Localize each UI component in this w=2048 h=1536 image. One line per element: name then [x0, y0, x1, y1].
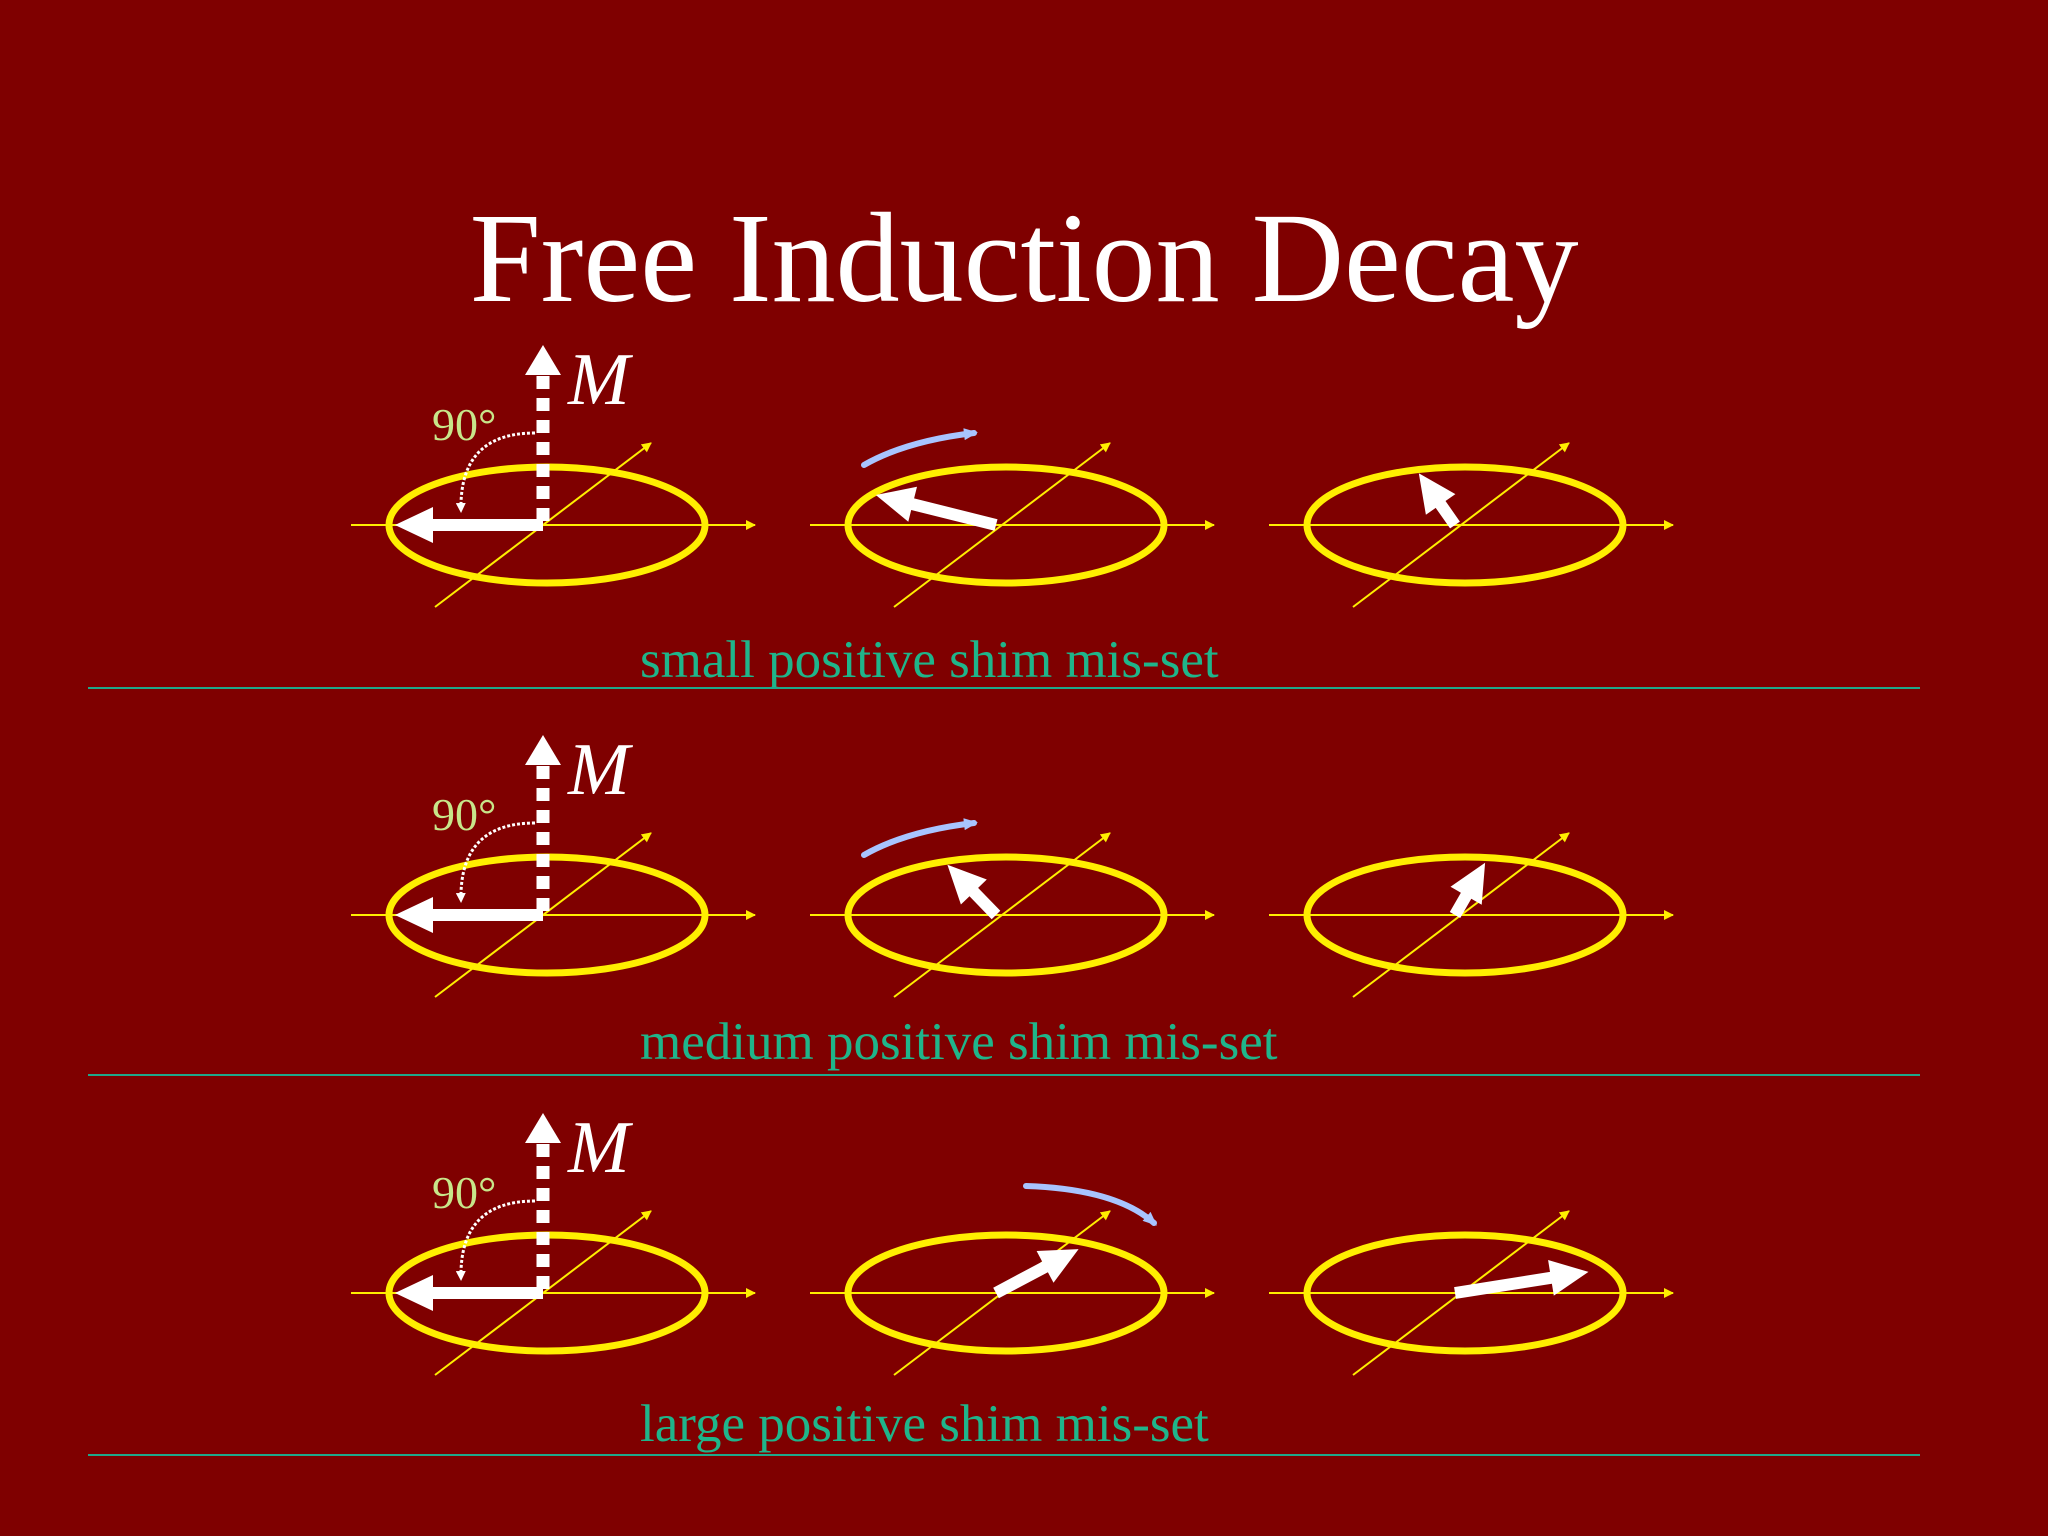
row-diagram-svg	[351, 1113, 1674, 1376]
pulse-angle-label: 90°	[432, 789, 497, 840]
diagram-row-large: M 90° large positive shim mis-set	[0, 1108, 2048, 1498]
magnetization-vector	[993, 1249, 1079, 1299]
rotating-frame-panel	[810, 428, 1215, 608]
tip-angle-arc	[455, 431, 536, 513]
magnetization-arrowhead	[525, 345, 561, 375]
row-caption: large positive shim mis-set	[640, 1395, 1209, 1453]
diagram-row-medium: M 90° medium positive shim mis-set	[0, 730, 2048, 1120]
xy-plane-ellipse	[844, 463, 1168, 587]
magnetization-arrowhead	[525, 735, 561, 765]
rotating-frame-panel	[1269, 442, 1674, 608]
row-separator	[88, 687, 1920, 689]
rotating-frame-panel	[810, 1183, 1215, 1376]
row-diagram-svg	[351, 735, 1674, 998]
magnetization-vector	[1454, 1260, 1589, 1299]
rotating-frame-panel	[810, 818, 1215, 998]
precession-direction-arrow	[861, 428, 978, 468]
xy-plane-ellipse	[1303, 853, 1627, 977]
magnetization-vector	[1449, 862, 1486, 918]
magnetization-vector	[395, 507, 543, 543]
xy-plane-ellipse	[844, 853, 1168, 977]
magnetization-label: M	[568, 339, 630, 421]
magnetization-vector	[1418, 473, 1460, 529]
xy-plane-ellipse	[844, 1231, 1168, 1355]
rotating-frame-panel	[351, 345, 756, 608]
magnetization-arrowhead	[525, 1113, 561, 1143]
diagram-row-small: M 90° small positive shim mis-set	[0, 340, 2048, 730]
row-caption: medium positive shim mis-set	[640, 1013, 1278, 1071]
tip-angle-arc	[455, 1199, 536, 1281]
magnetization-vector	[875, 486, 998, 531]
pulse-angle-label: 90°	[432, 1167, 497, 1218]
magnetization-vector	[395, 897, 543, 933]
row-caption: small positive shim mis-set	[640, 631, 1219, 689]
rotating-frame-panel	[1269, 832, 1674, 998]
precession-direction-arrow	[1023, 1183, 1157, 1226]
tip-angle-arc	[455, 821, 536, 903]
precession-direction-arrow	[861, 818, 978, 858]
rotating-frame-panel	[351, 735, 756, 998]
magnetization-label: M	[568, 729, 630, 811]
magnetization-label: M	[568, 1107, 630, 1189]
xy-plane-ellipse	[1303, 463, 1627, 587]
slide-title: Free Induction Decay	[469, 187, 1579, 329]
xy-plane-ellipse	[1303, 1231, 1627, 1355]
rotating-frame-panel	[1269, 1210, 1674, 1376]
row-diagram-svg	[351, 345, 1674, 608]
row-separator	[88, 1074, 1920, 1076]
rotating-frame-panel	[351, 1113, 756, 1376]
row-separator	[88, 1454, 1920, 1456]
pulse-angle-label: 90°	[432, 399, 497, 450]
magnetization-vector	[947, 864, 1001, 920]
magnetization-vector	[395, 1275, 543, 1311]
